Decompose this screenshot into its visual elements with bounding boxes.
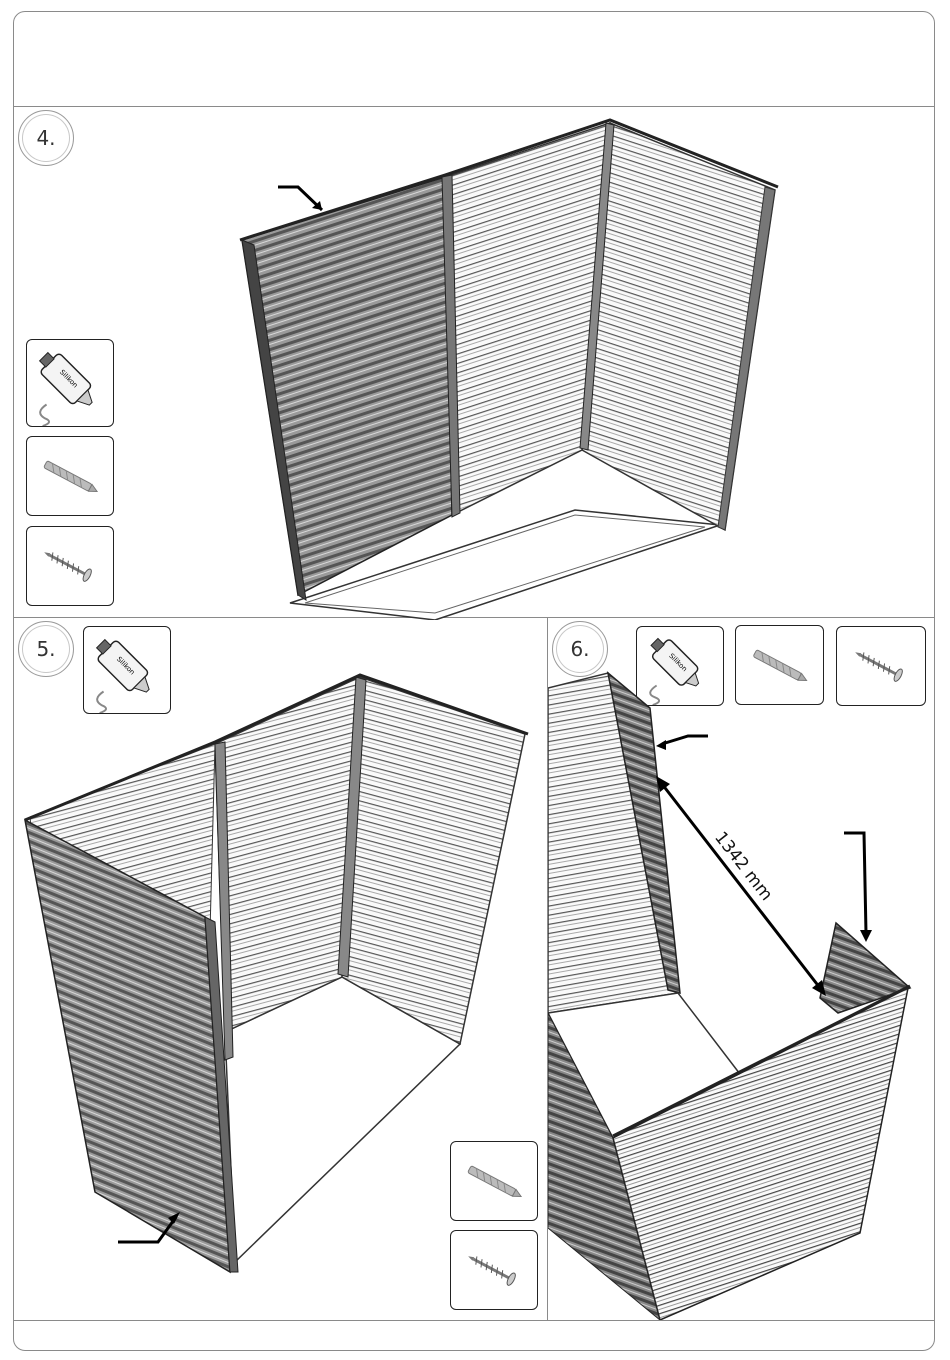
screw-icon <box>451 1231 537 1309</box>
step-4-drill-tool <box>26 436 114 516</box>
step-6-number: 6. <box>570 637 589 661</box>
screw-icon <box>27 527 113 605</box>
step-5-screw-tool <box>450 1230 538 1310</box>
step-5-drill-tool <box>450 1141 538 1221</box>
step-6-illustration <box>548 668 934 1320</box>
step-5-badge: 5. <box>18 621 74 677</box>
drill-bit-icon <box>27 437 113 515</box>
footer-divider <box>14 1320 934 1321</box>
step-4-badge: 4. <box>18 110 74 166</box>
step-4-illustration <box>230 115 790 620</box>
step-4-silicone-tool: Silikon <box>26 339 114 427</box>
step-4-screw-tool <box>26 526 114 606</box>
drill-bit-icon <box>451 1142 537 1220</box>
step-5-number: 5. <box>36 637 55 661</box>
silicone-tube-icon: Silikon <box>27 340 113 426</box>
step-4-number: 4. <box>36 126 55 150</box>
header-divider <box>14 106 934 107</box>
